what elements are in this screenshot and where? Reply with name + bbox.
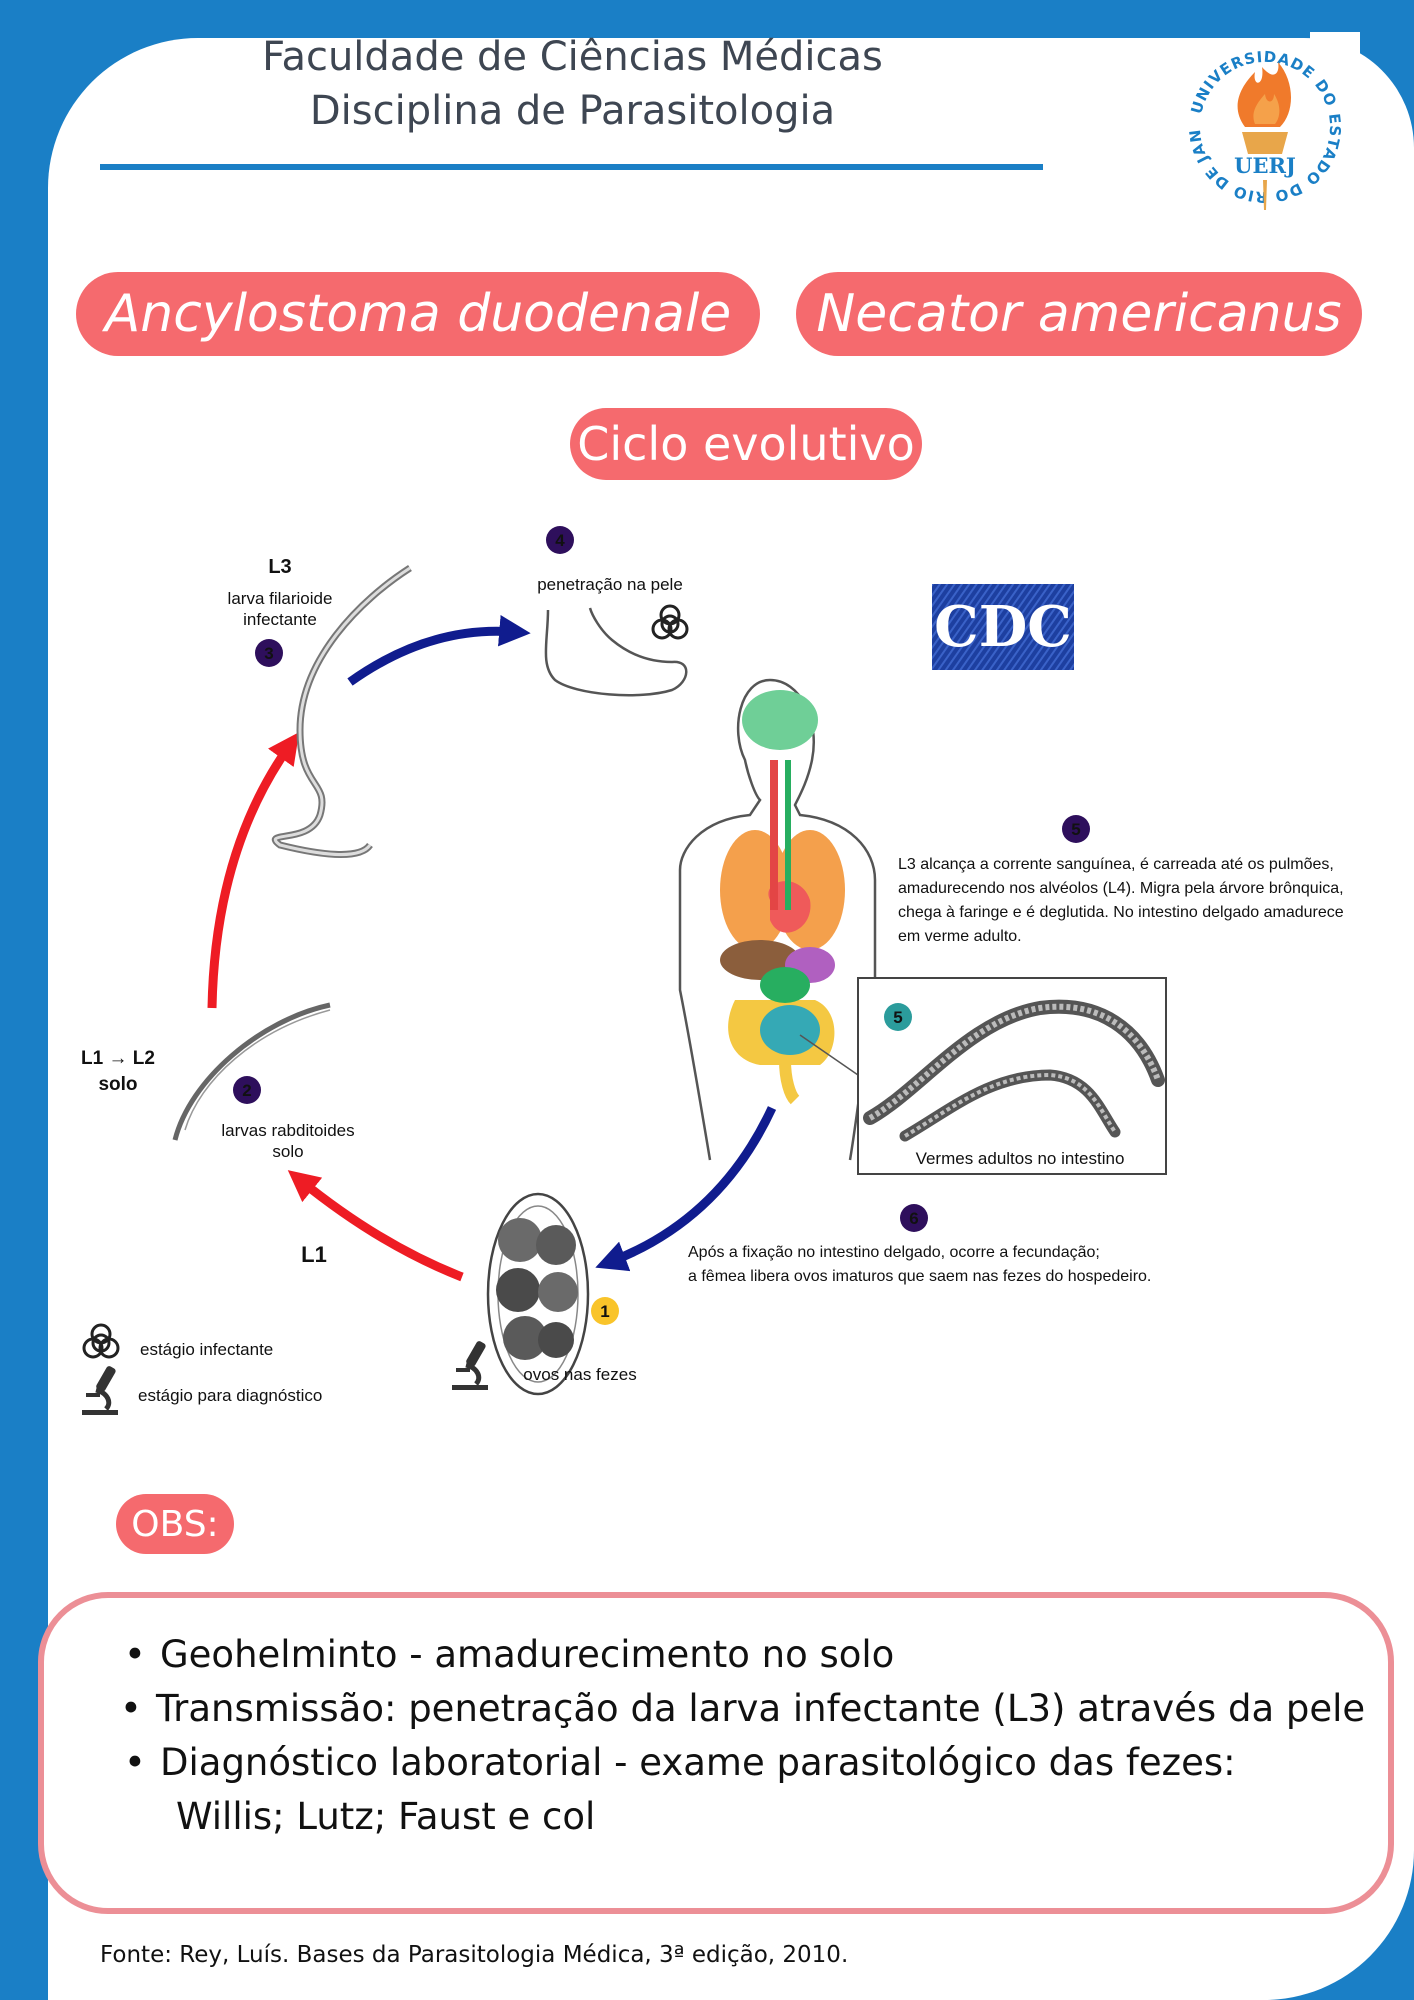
species-pill-ancylostoma: Ancylostoma duodenale — [76, 272, 760, 356]
l3-line-1: larva filarioide — [228, 589, 333, 608]
l1-label: L1 — [301, 1242, 327, 1267]
step-3-badge — [255, 639, 283, 667]
step-4-number: 4 — [555, 531, 565, 550]
stage-5-line-3: chega à faringe e é deglutida. No intest… — [898, 904, 1344, 921]
step-2-badge — [233, 1076, 261, 1104]
step-4-badge — [546, 526, 574, 554]
cycle-title-pill: Ciclo evolutivo — [570, 408, 922, 480]
obs-item-1: Geohelminto - amadurecimento no solo — [124, 1628, 1369, 1682]
arrow-l3-to-skin — [347, 615, 531, 686]
species-pill-necator: Necator americanus — [796, 272, 1362, 356]
obs-item-3: Diagnóstico laboratorial - exame parasit… — [124, 1736, 1369, 1790]
biohazard-icon — [651, 604, 689, 640]
l3-title: L3 — [268, 556, 291, 578]
eggs-in-feces-label: ovos nas fezes — [523, 1365, 636, 1384]
skin-penetration-label: penetração na pele — [537, 575, 683, 594]
obs-label-pill: OBS: — [116, 1494, 234, 1554]
stage-5-line-2: amadurecendo nos alvéolos (L4). Migra pe… — [898, 880, 1344, 897]
uerj-logo: UNIVERSIDADE DO ESTADO DO RIO DE JANEIRO… — [1170, 32, 1360, 210]
stage-5-line-4: em verme adulto. — [898, 928, 1022, 945]
legend-infective: estágio infectante — [140, 1340, 273, 1359]
rhabditoid-line-2: solo — [272, 1142, 303, 1161]
cdc-logo-text: CDC — [934, 594, 1072, 660]
step-6-number: 6 — [909, 1209, 918, 1228]
header-line-1: Faculdade de Ciências Médicas — [262, 34, 883, 80]
l3-line-2: infectante — [243, 610, 317, 629]
step-1-number: 1 — [600, 1302, 609, 1321]
stage-6-line-2: a fêmea libera ovos imaturos que saem na… — [688, 1268, 1151, 1285]
arrow-l1-to-l2 — [287, 1170, 464, 1282]
foot-drawing — [544, 607, 688, 697]
rhabditoid-line-1: larvas rabditoides — [221, 1121, 354, 1140]
step-1-badge — [591, 1297, 619, 1325]
l2-larva-drawing — [172, 1002, 331, 1141]
source-citation: Fonte: Rey, Luís. Bases da Parasitologia… — [100, 1942, 849, 1968]
header: Faculdade de Ciências Médicas Disciplina… — [100, 30, 1045, 138]
cdc-logo — [932, 584, 1074, 670]
arrow-host-to-eggs — [595, 1106, 777, 1272]
obs-list: Geohelminto - amadurecimento no solo Tra… — [120, 1628, 1369, 1844]
step-2-number: 2 — [242, 1081, 251, 1100]
logo-acronym: UERJ — [1234, 153, 1296, 178]
legend-biohazard-icon — [82, 1323, 120, 1359]
step-6-badge — [900, 1204, 928, 1232]
header-line-2: Disciplina de Parasitologia — [309, 88, 836, 134]
obs-item-2: Transmissão: penetração da larva infecta… — [120, 1682, 1365, 1736]
l1-l2-soil-label: solo — [98, 1074, 137, 1095]
adult-worms-caption: Vermes adultos no intestino — [916, 1149, 1125, 1168]
l1-l2-label: L1 → L2 — [81, 1048, 155, 1069]
stage-5-line-1: L3 alcança a corrente sanguínea, é carre… — [898, 856, 1334, 873]
obs-box: Geohelminto - amadurecimento no solo Tra… — [38, 1592, 1394, 1914]
header-divider — [100, 164, 1043, 170]
step-5b-badge — [884, 1003, 912, 1031]
stage-6-line-1: Após a fixação no intestino delgado, oco… — [688, 1244, 1100, 1261]
microscope-icon — [452, 1341, 488, 1390]
human-body-drawing — [678, 678, 877, 1161]
step-5-badge — [1062, 815, 1090, 843]
arrow-l2-to-l3 — [207, 732, 300, 1009]
step-5b-number: 5 — [893, 1008, 902, 1027]
legend-diagnostic: estágio para diagnóstico — [138, 1386, 322, 1405]
obs-item-3-continued: Willis; Lutz; Faust e col — [176, 1795, 596, 1838]
step-5-number: 5 — [1071, 820, 1080, 839]
torch-cup-icon — [1242, 132, 1288, 154]
step-3-number: 3 — [264, 644, 273, 663]
legend-microscope-icon — [82, 1366, 118, 1415]
